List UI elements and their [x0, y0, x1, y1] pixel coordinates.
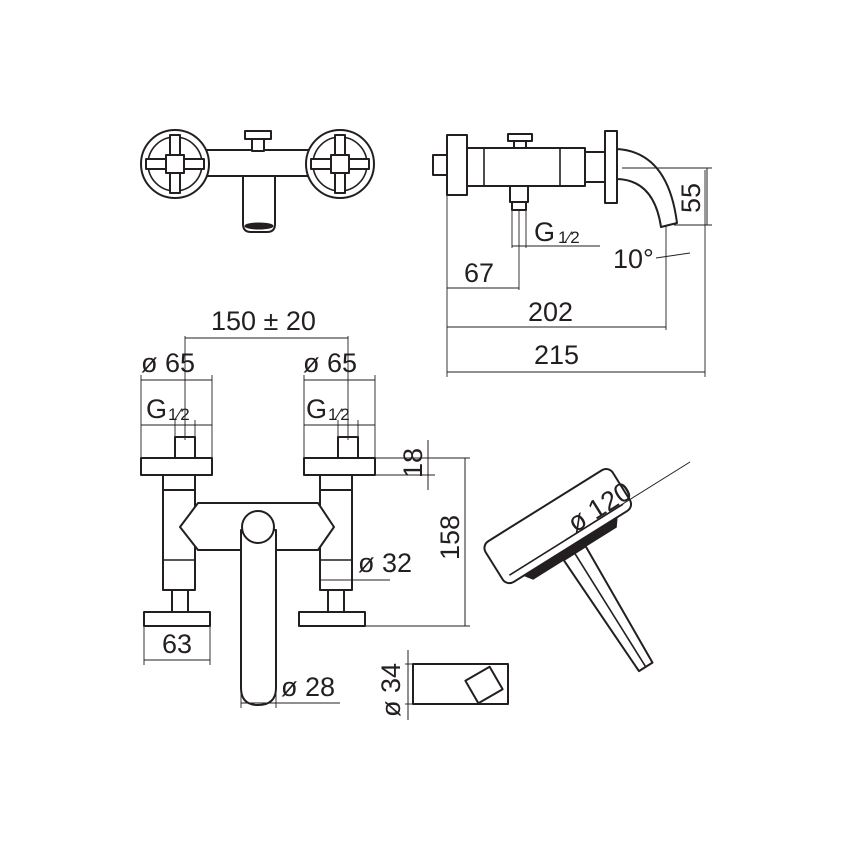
hand-shower — [483, 468, 654, 673]
top-view — [140, 129, 375, 233]
top-view-right-handle — [305, 129, 375, 199]
side-view-body — [466, 147, 586, 187]
top-view-diverter — [244, 130, 272, 140]
shower-holder — [412, 663, 509, 705]
right-thread-label: G — [306, 394, 327, 424]
left-thread-label: G — [146, 394, 167, 424]
body-diameter-label: ø 32 — [358, 548, 412, 578]
front-view-spout — [240, 529, 277, 706]
left-thread-fraction: 1⁄2 — [168, 405, 190, 424]
side-inlet-label: 67 — [464, 258, 494, 288]
side-thread-fraction: 1⁄2 — [558, 228, 580, 247]
spout-projection-label: 202 — [528, 297, 573, 327]
left-rosette-label: ø 65 — [141, 348, 195, 378]
right-thread-fraction: 1⁄2 — [328, 405, 350, 424]
top-view-left-handle — [140, 129, 210, 199]
front-view-dimensions — [140, 336, 470, 708]
side-view-spout — [616, 148, 678, 228]
spout-angle-label: 10° — [613, 244, 654, 274]
hand-shower-dimensions — [405, 461, 691, 720]
holder-diameter-label: ø 34 — [376, 663, 406, 717]
spout-diameter-label: ø 28 — [281, 672, 335, 702]
spacing-label: 150 ± 20 — [211, 306, 316, 336]
side-view — [432, 130, 678, 228]
handle-width-label: 63 — [162, 629, 192, 659]
side-thread-label: G — [534, 217, 555, 247]
right-rosette-label: ø 65 — [303, 348, 357, 378]
top-view-spout — [242, 175, 276, 233]
spout-height-label: 55 — [676, 183, 706, 213]
total-depth-label: 215 — [534, 340, 579, 370]
front-view — [140, 436, 376, 706]
rosette-thickness-label: 18 — [398, 448, 428, 478]
side-view-dimensions — [446, 167, 712, 377]
height-label: 158 — [435, 515, 465, 560]
